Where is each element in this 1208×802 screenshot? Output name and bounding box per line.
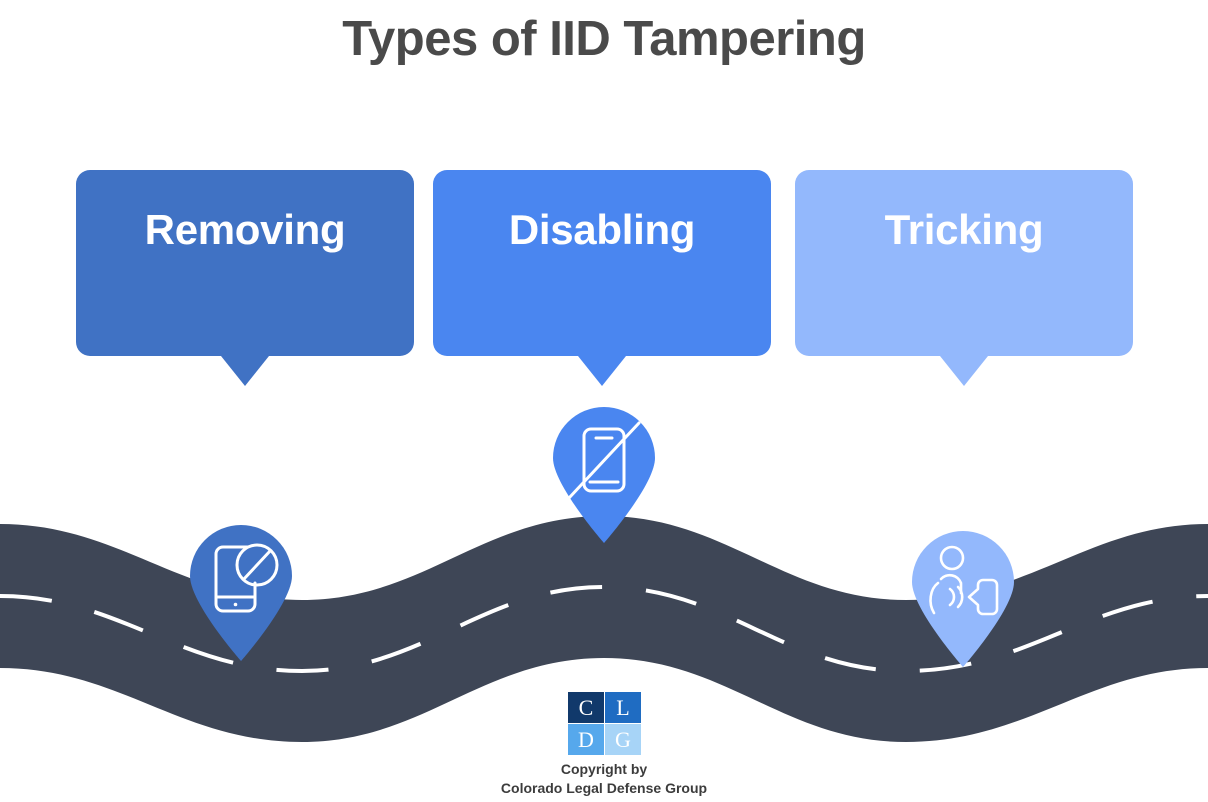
cldg-logo: C L D G bbox=[568, 692, 641, 755]
phone-prohibited-icon bbox=[214, 543, 279, 613]
copyright-line-1: Copyright by bbox=[560, 761, 648, 777]
map-pin-tricking[interactable] bbox=[908, 527, 1018, 667]
callout-card-label: Tricking bbox=[884, 206, 1044, 253]
road-surface bbox=[0, 516, 1208, 742]
pin-shape bbox=[190, 525, 292, 661]
map-pin-removing[interactable] bbox=[186, 521, 296, 661]
page-title: Types of IID Tampering bbox=[342, 12, 866, 66]
callout-card-group: Removing Disabling Tricking bbox=[0, 170, 1208, 390]
callout-card-disabling[interactable]: Disabling bbox=[433, 170, 771, 386]
callout-card-label: Removing bbox=[144, 206, 346, 253]
callout-tail bbox=[578, 356, 626, 386]
callout-tail bbox=[221, 356, 269, 386]
logo-cell-l: L bbox=[605, 692, 641, 723]
logo-cell-d: D bbox=[568, 724, 604, 755]
road-center-line bbox=[0, 584, 1208, 674]
callout-tail bbox=[940, 356, 988, 386]
copyright-line-2: Colorado Legal Defense Group bbox=[500, 779, 708, 796]
callout-card-removing[interactable]: Removing bbox=[76, 170, 414, 386]
callout-card-label: Disabling bbox=[508, 206, 696, 253]
person-blowing-into-device-icon bbox=[929, 545, 999, 616]
phone-slashed-icon bbox=[567, 421, 641, 500]
logo-cell-c: C bbox=[568, 692, 604, 723]
copyright-text: Copyright by Colorado Legal Defense Grou… bbox=[0, 760, 1208, 798]
logo-cell-g: G bbox=[605, 724, 641, 755]
pin-shape bbox=[553, 407, 655, 543]
footer: C L D G Copyright by Colorado Legal Defe… bbox=[0, 692, 1208, 798]
callout-card-tricking[interactable]: Tricking bbox=[795, 170, 1133, 386]
map-pin-disabling[interactable] bbox=[549, 403, 659, 543]
